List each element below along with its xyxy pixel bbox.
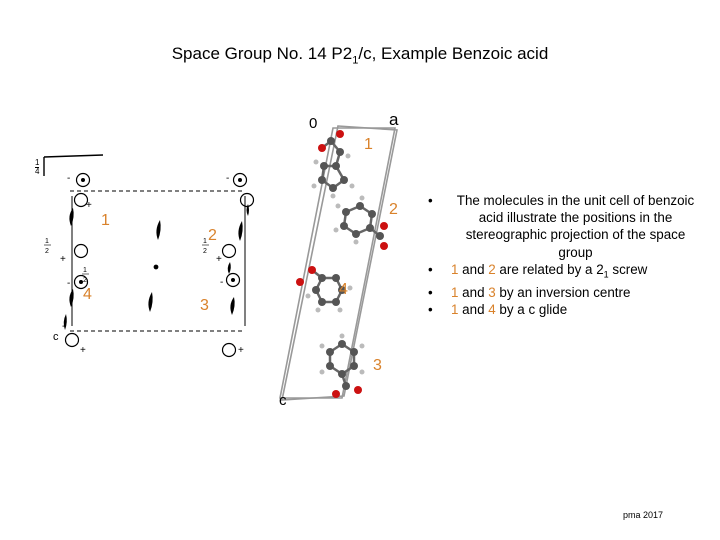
position-circle (225, 272, 241, 288)
molecule-2 (333, 195, 388, 250)
svg-text:-: - (220, 277, 223, 288)
position-circle (73, 274, 89, 290)
svg-text:2: 2 (83, 277, 87, 284)
svg-text:1: 1 (83, 267, 87, 274)
comma-shapes (63, 204, 249, 330)
stereo-label-1: 1 (101, 212, 110, 229)
explanation-bullets: The molecules in the unit cell of benzoi… (420, 192, 700, 318)
cell-c-axis-label: c (279, 392, 287, 409)
axis-corner-marker (43, 154, 104, 176)
slide-title: Space Group No. 14 P21/c, Example Benzoi… (171, 44, 549, 67)
molecule-3 (319, 333, 365, 398)
svg-text:+: + (80, 345, 86, 356)
equivalent-positions (64, 172, 255, 358)
bullet-item: 1 and 3 by an inversion centre (420, 284, 700, 301)
svg-text:+: + (86, 200, 92, 211)
position-circle (75, 172, 91, 188)
svg-text:-: - (226, 173, 229, 184)
svg-text:2: 2 (203, 248, 207, 255)
stereo-label-4: 4 (83, 286, 92, 303)
glide-plane-lines (70, 190, 245, 332)
molecule-4 (296, 266, 353, 313)
svg-text:1: 1 (203, 238, 207, 245)
bullet-intro: The molecules in the unit cell of benzoi… (420, 192, 700, 261)
svg-text:1: 1 (45, 238, 49, 245)
svg-text:-: - (62, 321, 65, 332)
unit-cell-frame (279, 125, 398, 401)
sign-marks: - - + + + - - - + + (60, 173, 244, 356)
stereo-label-2: 2 (208, 227, 217, 244)
molecule-1 (311, 130, 355, 199)
position-circle (239, 192, 255, 208)
cell-origin-label: 0 (309, 115, 318, 132)
cell-mol-label-4: 4 (339, 281, 348, 298)
cell-mol-label-3: 3 (373, 357, 382, 374)
position-circle (73, 192, 89, 208)
footer-credit: pma 2017 (623, 510, 664, 520)
position-circle (73, 243, 89, 259)
fraction-marks: 1 2 1 2 1 2 (44, 238, 209, 284)
cell-a-axis-label: a (389, 110, 399, 129)
bullet-item: 1 and 4 by a c glide (420, 301, 700, 318)
svg-text:2: 2 (45, 248, 49, 255)
svg-text:+: + (216, 254, 222, 265)
cell-mol-label-2: 2 (389, 201, 398, 218)
position-circle (64, 332, 80, 348)
svg-text:-: - (67, 173, 70, 184)
svg-text:-: - (67, 278, 70, 289)
position-circle (232, 172, 248, 188)
svg-text:+: + (238, 345, 244, 356)
position-circle (221, 243, 237, 259)
cell-mol-label-1: 1 (364, 136, 373, 153)
stereo-label-3: 3 (200, 297, 209, 314)
position-circle (221, 342, 237, 358)
stereo-c-mark: c (53, 331, 59, 343)
bullet-item: 1 and 2 are related by a 21 screw (420, 261, 700, 284)
svg-text:+: + (60, 254, 66, 265)
